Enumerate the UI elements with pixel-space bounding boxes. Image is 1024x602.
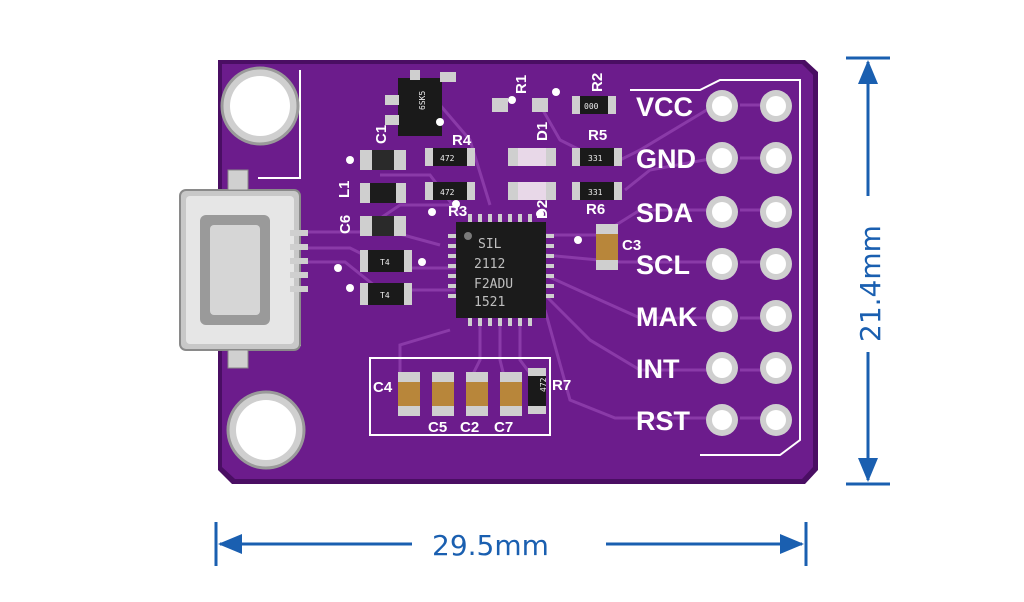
- label-d2: D2: [534, 200, 551, 219]
- r7-code: 472: [539, 377, 548, 392]
- smd-components: [360, 96, 622, 416]
- pin-label-mak: MAK: [636, 302, 698, 332]
- regulator-code: 6SK5: [418, 91, 427, 110]
- label-r1: R1: [513, 75, 530, 94]
- r2-code: 000: [584, 102, 599, 111]
- label-c2: C2: [460, 419, 479, 436]
- label-r7: R7: [552, 377, 571, 394]
- label-c1: C1: [373, 125, 390, 144]
- pin-hole-vcc-2: [760, 90, 792, 122]
- label-d1: D1: [534, 122, 551, 141]
- pin-hole-mak-1: [706, 300, 738, 332]
- pin-hole-vcc-1: [706, 90, 738, 122]
- label-l1: L1: [336, 180, 353, 198]
- label-c6: C6: [337, 215, 354, 234]
- width-label: 29.5mm: [432, 529, 549, 562]
- label-r4: R4: [452, 132, 472, 149]
- pin-label-int: INT: [636, 354, 680, 384]
- pin-label-vcc: VCC: [636, 92, 693, 122]
- pin-hole-int-2: [760, 352, 792, 384]
- pin-hole-int-1: [706, 352, 738, 384]
- micro-usb-connector: [179, 169, 308, 369]
- header-pins: [706, 90, 792, 436]
- pin-hole-gnd-1: [706, 142, 738, 174]
- pin-hole-rst-1: [706, 404, 738, 436]
- pin-label-gnd: GND: [636, 144, 696, 174]
- pin-hole-sda-1: [706, 196, 738, 228]
- label-c3: C3: [622, 237, 641, 254]
- designators: R1 R2 C1 R4 D1 R5 L1 R3 D2 R6 C6 C3 C4 R…: [336, 73, 641, 436]
- label-c7: C7: [494, 419, 513, 436]
- label-c5: C5: [428, 419, 447, 436]
- width-dimension: [214, 522, 808, 566]
- height-dimension: [846, 56, 890, 486]
- mounting-hole-top: [220, 66, 300, 146]
- height-label: 21.4mm: [854, 225, 887, 342]
- mounting-hole-bottom: [226, 390, 306, 470]
- pin-hole-sda-2: [760, 196, 792, 228]
- pin-hole-scl-2: [760, 248, 792, 280]
- pin-labels: VCC GND SDA SCL MAK INT RST: [636, 92, 698, 436]
- pin-hole-scl-1: [706, 248, 738, 280]
- regulator-sot23: 6SK5: [385, 70, 456, 136]
- pin-hole-rst-2: [760, 404, 792, 436]
- pin-label-rst: RST: [636, 406, 691, 436]
- chip-line-2: 2112: [474, 257, 505, 272]
- pin-hole-mak-2: [760, 300, 792, 332]
- pin-label-scl: SCL: [636, 250, 690, 280]
- r3-code: 472: [440, 188, 455, 197]
- label-r5: R5: [588, 127, 607, 144]
- chip-line-4: 1521: [474, 295, 505, 310]
- chip-line-1: SIL: [478, 237, 502, 252]
- label-c4: C4: [373, 379, 393, 396]
- vias: [334, 88, 582, 292]
- cp2112-chip: SIL 2112 F2ADU 1521: [448, 214, 554, 326]
- r4-code: 472: [440, 154, 455, 163]
- diode-b-code: T4: [380, 291, 390, 300]
- pin-label-sda: SDA: [636, 198, 693, 228]
- pin-hole-gnd-2: [760, 142, 792, 174]
- label-r2: R2: [589, 73, 606, 92]
- r6-code: 331: [588, 188, 603, 197]
- label-r6: R6: [586, 201, 605, 218]
- r5-code: 331: [588, 154, 603, 163]
- label-r3: R3: [448, 203, 467, 220]
- diode-a-code: T4: [380, 258, 390, 267]
- chip-line-3: F2ADU: [474, 277, 513, 292]
